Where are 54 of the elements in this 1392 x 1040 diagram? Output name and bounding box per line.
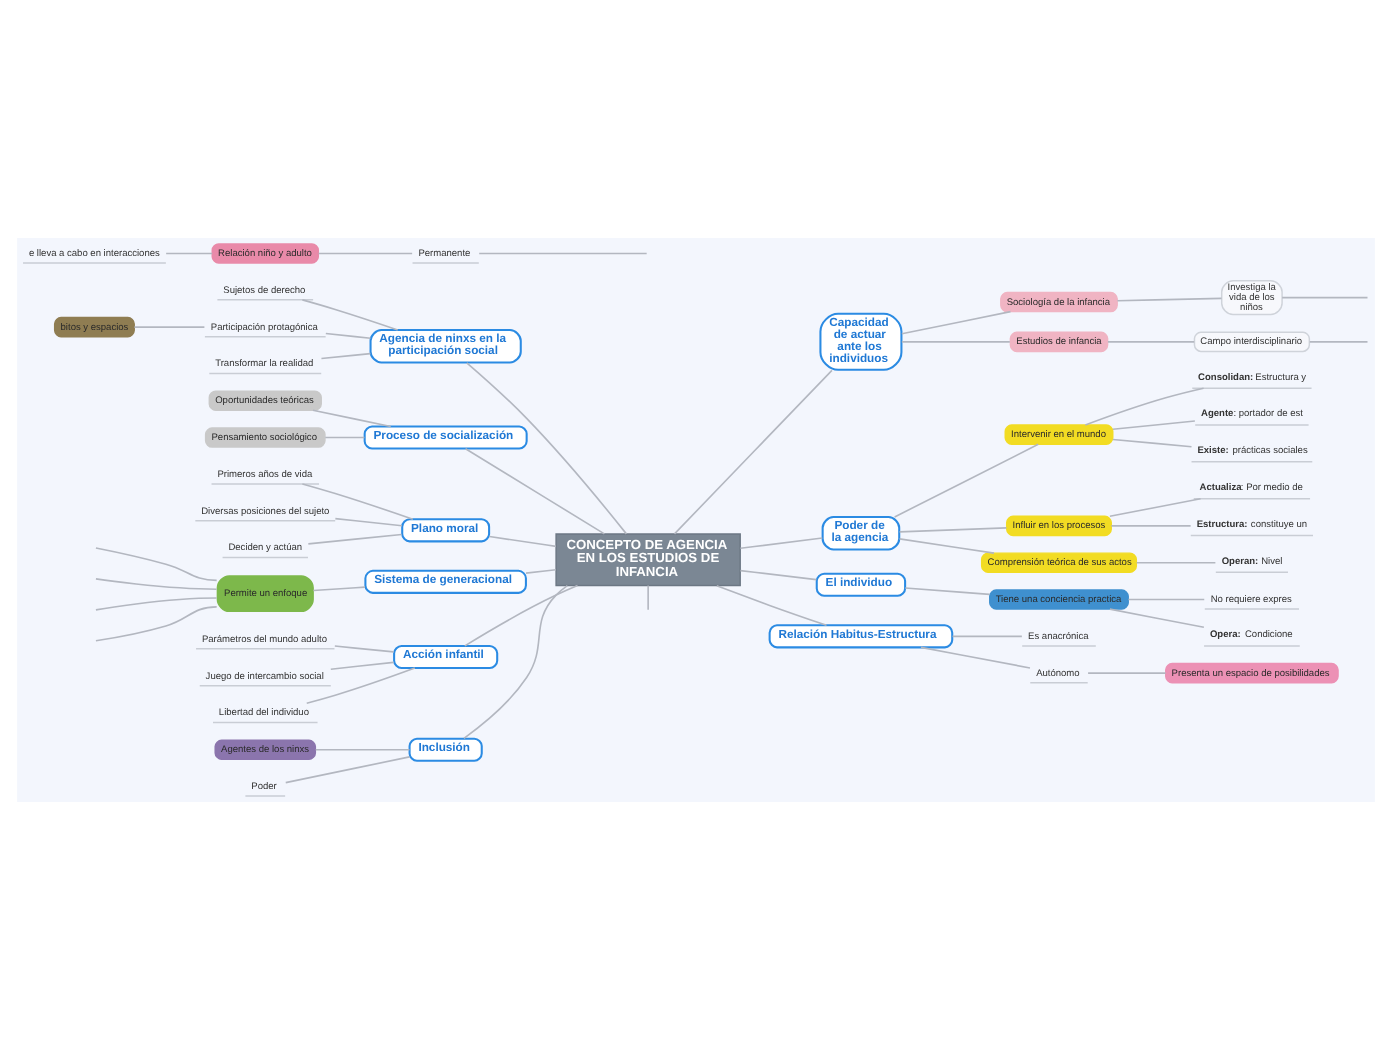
connector: [324, 436, 366, 439]
connector: [715, 584, 828, 627]
connector: [325, 332, 372, 340]
connector: [901, 341, 1011, 343]
connector: [1109, 608, 1205, 629]
connector: [1087, 672, 1167, 674]
connector: [165, 252, 214, 255]
connector: [478, 252, 648, 255]
connector: [334, 517, 403, 527]
connector: [301, 299, 399, 331]
connector: [317, 252, 413, 255]
connector: [951, 635, 1023, 638]
connector: [312, 409, 392, 428]
connector: [301, 483, 414, 521]
connector: [1107, 341, 1195, 343]
connector: [898, 538, 995, 554]
connector: [463, 584, 569, 740]
connector: [1110, 525, 1192, 527]
connector: [920, 646, 1031, 669]
connector: [1127, 598, 1206, 601]
connector: [95, 597, 218, 611]
connector: [95, 547, 218, 582]
connector: [1112, 420, 1196, 431]
connector: [1112, 438, 1193, 448]
connector: [1135, 561, 1217, 564]
connector: [1308, 341, 1369, 343]
connector: [739, 569, 818, 581]
connector: [893, 443, 1040, 518]
connector: [647, 584, 649, 611]
connector: [314, 748, 411, 751]
connector: [464, 584, 579, 647]
connector: [307, 533, 403, 545]
connector: [739, 537, 824, 550]
connector: [95, 606, 218, 642]
connector: [1084, 387, 1205, 426]
connector: [673, 369, 833, 535]
connector: [305, 667, 416, 704]
connector: [1281, 296, 1369, 299]
connector: [525, 569, 557, 574]
connector: [320, 352, 372, 360]
connector: [901, 310, 1012, 335]
connector: [898, 527, 1008, 533]
connector: [904, 587, 991, 596]
connector: [465, 361, 628, 535]
connector: [488, 535, 557, 548]
connector: [1109, 497, 1202, 518]
connector: [334, 645, 395, 653]
connector: [312, 586, 366, 592]
connector: [464, 448, 606, 535]
connector: [95, 578, 218, 590]
connector: [284, 756, 411, 784]
connector: [330, 661, 395, 670]
connector: [1116, 297, 1223, 302]
connector: [133, 326, 206, 328]
